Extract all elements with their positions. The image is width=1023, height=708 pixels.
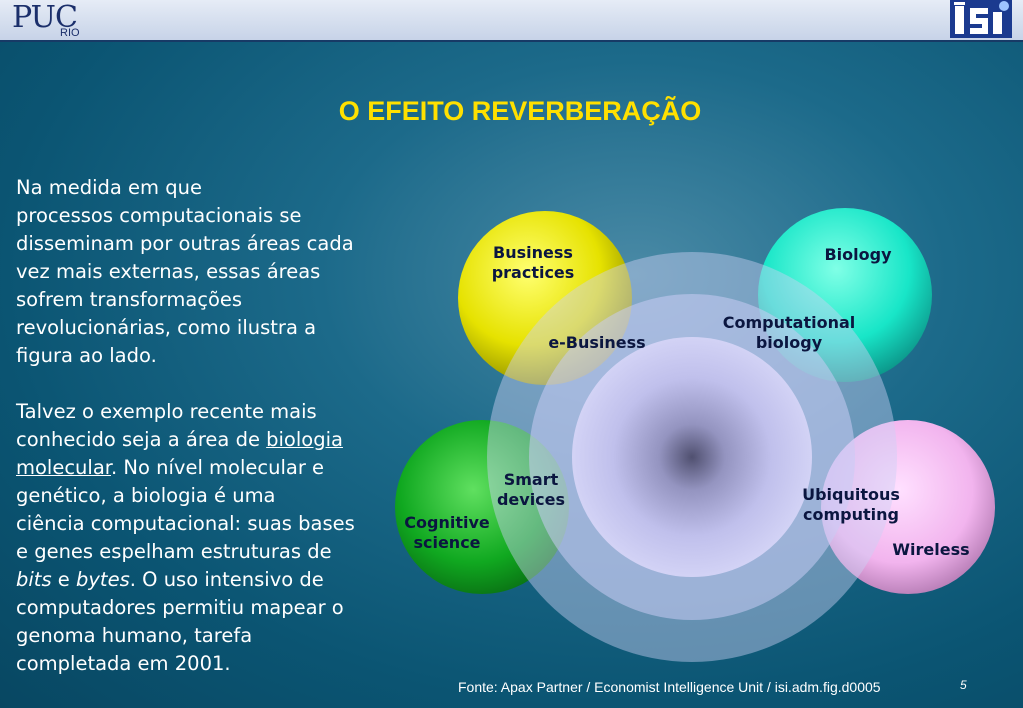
p2-line: computadores permitiu mapear o xyxy=(16,596,344,619)
isi-logo xyxy=(950,0,1012,38)
label-business: Business xyxy=(493,243,573,262)
p1-line: processos computacionais se xyxy=(16,204,302,227)
p2-text: . No nível molecular e xyxy=(111,456,325,479)
label-biology: Biology xyxy=(824,245,892,264)
label-devices: devices xyxy=(497,490,565,509)
p2-text: e xyxy=(51,568,77,591)
label-computing: computing xyxy=(803,505,899,524)
p2-line: Talvez o exemplo recente mais xyxy=(16,400,317,423)
source-footer: Fonte: Apax Partner / Economist Intellig… xyxy=(458,679,881,695)
p2-line: completada em 2001. xyxy=(16,652,231,675)
p1-line: revolucionárias, como ilustra a xyxy=(16,316,317,339)
p2-line: genoma humano, tarefa xyxy=(16,624,253,647)
p1-line: Na medida em que xyxy=(16,176,202,199)
p1-line: vez mais externas, essas áreas xyxy=(16,260,321,283)
cognitive-science-circle xyxy=(395,420,569,594)
biologia-molecular-link[interactable]: biologia xyxy=(266,428,343,451)
wireless-circle xyxy=(821,420,995,594)
p2-line: conhecido seja a área de biologia xyxy=(16,426,386,454)
bits-word: bits xyxy=(16,568,52,591)
p2-line: e genes espelham estruturas de xyxy=(16,540,332,563)
label-comp-biology: biology xyxy=(756,333,823,352)
label-practices: practices xyxy=(492,263,575,282)
p2-text: . O uso intensivo de xyxy=(129,568,324,591)
label-smart: Smart xyxy=(504,470,559,489)
p2-line: ciência computacional: suas bases xyxy=(16,512,355,535)
biologia-molecular-link[interactable]: molecular xyxy=(16,456,112,479)
p1-line: disseminam por outras áreas cada xyxy=(16,232,354,255)
puc-logo: PUC xyxy=(12,0,78,35)
paragraph-2: Talvez o exemplo recente mais conhecido … xyxy=(16,398,386,678)
bytes-word: bytes xyxy=(76,568,130,591)
label-ubiquitous: Ubiquitous xyxy=(802,485,900,504)
label-computational: Computational xyxy=(723,313,856,332)
puc-logo-rio: RIO xyxy=(60,27,80,39)
header-bar: PUC RIO xyxy=(0,0,1023,42)
p2-line: bits e bytes. O uso intensivo de xyxy=(16,566,386,594)
label-ebusiness: e-Business xyxy=(548,333,645,352)
p2-line: molecular. No nível molecular e xyxy=(16,454,386,482)
page-number: 5 xyxy=(960,678,967,692)
p2-line: genético, a biologia é uma xyxy=(16,484,276,507)
label-science: science xyxy=(413,533,480,552)
slide-title: O EFEITO REVERBERAÇÃO xyxy=(338,96,702,126)
reverberation-diagram: Business practices Biology e-Business Co… xyxy=(395,208,995,662)
label-cognitive: Cognitive xyxy=(404,513,490,532)
label-wireless: Wireless xyxy=(892,540,969,559)
p2-text: conhecido seja a área de xyxy=(16,428,267,451)
p1-line: sofrem transformações xyxy=(16,288,243,311)
paragraph-1: Na medida em que processos computacionai… xyxy=(16,174,386,370)
p1-line: figura ao lado. xyxy=(16,344,157,367)
inner-core xyxy=(572,337,812,577)
